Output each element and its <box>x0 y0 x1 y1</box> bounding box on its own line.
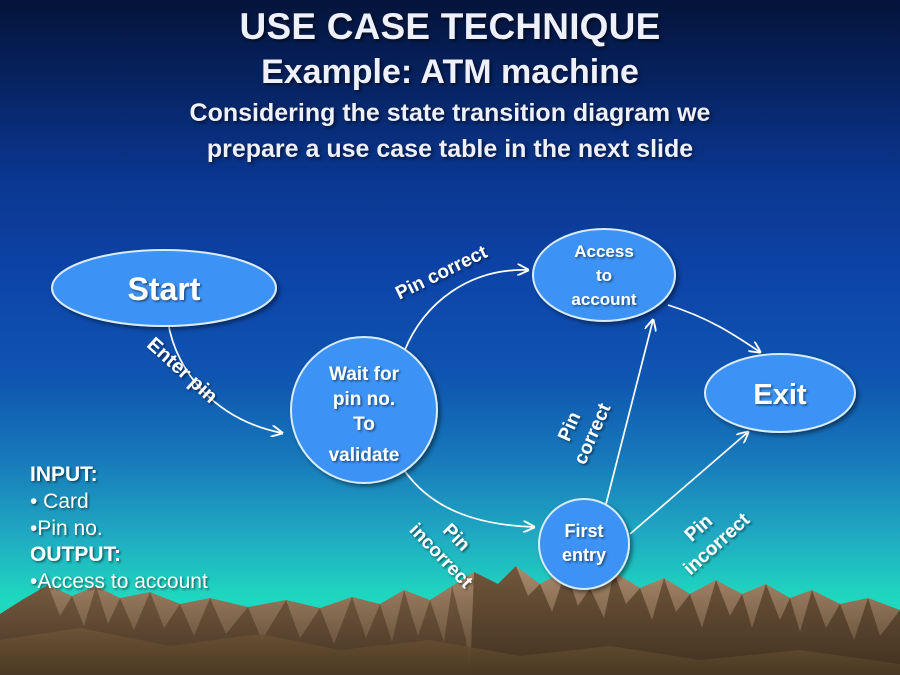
edge-wait-to-access <box>403 270 528 353</box>
node-exit-shape[interactable] <box>704 353 856 433</box>
output-item-access-to-account: •Access to account <box>30 570 208 593</box>
edge-label-pin-incorrect-right: Pin incorrect <box>664 491 755 579</box>
edge-start-to-wait <box>167 321 282 433</box>
node-exit-label: Exit <box>753 379 807 411</box>
node-wait-label-line2: pin no. <box>333 389 395 410</box>
node-wait-label-line3: To <box>353 414 375 435</box>
output-header: OUTPUT: <box>30 543 121 566</box>
edge-label-enter-pin: Enter pin <box>142 333 221 407</box>
node-access-to-account[interactable]: Access to account <box>532 228 676 322</box>
edge-label-pin-incorrect-left: Pin incorrect <box>405 503 494 593</box>
edge-first-to-access <box>604 320 653 509</box>
title-line-1: USE CASE TECHNIQUE <box>239 6 661 47</box>
node-first-entry-label-line2: entry <box>562 545 606 565</box>
node-wait-for-pin-shape[interactable] <box>290 336 438 484</box>
input-item-card: • Card <box>30 490 89 513</box>
io-text-block: INPUT: • Card •Pin no. OUTPUT: •Access t… <box>30 462 208 595</box>
slide-title-block: USE CASE TECHNIQUE Example: ATM machine … <box>0 4 900 166</box>
node-access-label-line2: to <box>596 266 612 285</box>
node-first-entry-shape[interactable] <box>538 498 630 590</box>
node-access-label-line3: account <box>571 290 637 309</box>
node-start-shape[interactable] <box>51 249 277 327</box>
edge-access-to-exit <box>667 304 760 352</box>
node-wait-label-line1: Wait for <box>329 364 400 385</box>
node-wait-for-pin[interactable]: Wait for pin no. To validate <box>290 336 438 484</box>
edge-first-to-exit <box>629 432 748 535</box>
title-line-3b: prepare a use case table in the next sli… <box>206 135 694 163</box>
node-wait-label-line4: validate <box>329 445 400 466</box>
input-header: INPUT: <box>30 463 98 486</box>
node-exit[interactable]: Exit <box>704 353 856 433</box>
mountain-range <box>0 566 900 675</box>
title-line-3a: Considering the state transition diagram… <box>189 99 711 127</box>
node-access-to-account-shape[interactable] <box>532 228 676 322</box>
edge-label-pin-correct-mid: Pin correct <box>548 390 616 468</box>
edge-layer <box>167 270 760 535</box>
node-first-entry[interactable]: First entry <box>538 498 630 590</box>
edge-label-pin-incorrect-right-line2: incorrect <box>680 509 755 579</box>
node-first-entry-label-line1: First <box>564 521 603 541</box>
input-item-pin-no: •Pin no. <box>30 517 103 540</box>
node-start-label: Start <box>128 271 201 307</box>
node-access-label-line1: Access <box>574 242 634 261</box>
node-start[interactable]: Start <box>51 249 277 327</box>
title-line-2: Example: ATM machine <box>261 53 639 91</box>
edge-label-enter-pin-line1: Enter pin <box>142 333 221 407</box>
edge-label-pin-correct-top: Pin correct <box>392 242 491 305</box>
edge-wait-to-first <box>403 469 534 527</box>
edge-label-pin-correct-top-line1: Pin correct <box>392 242 491 305</box>
